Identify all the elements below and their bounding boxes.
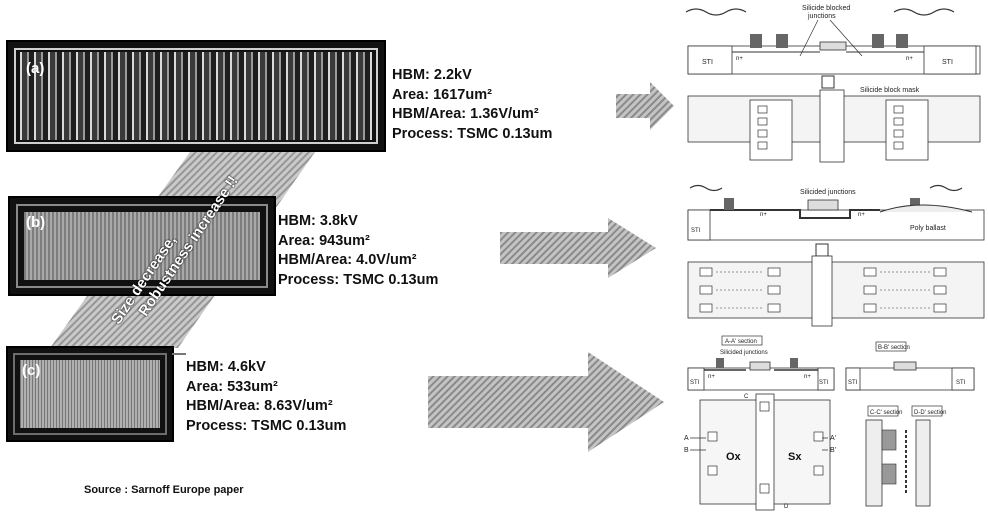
device-b-label: (b) [26, 214, 46, 231]
svg-text:STI: STI [691, 228, 701, 234]
arrow-c [428, 352, 664, 452]
svg-text:Silicided junctions: Silicided junctions [800, 189, 856, 196]
svg-text:STI: STI [819, 380, 829, 386]
device-c-hbm-area: HBM/Area: 8.63V/um² [186, 398, 333, 414]
svg-text:Silicide block mask: Silicide block mask [860, 87, 920, 94]
svg-text:Sx: Sx [788, 451, 802, 463]
device-c-process: Process: TSMC 0.13um [186, 417, 347, 434]
svg-text:n+: n+ [736, 56, 743, 62]
svg-text:D-D' section: D-D' section [914, 410, 947, 416]
svg-text:STI: STI [848, 380, 858, 386]
svg-text:STI: STI [702, 59, 713, 66]
device-a-area: Area: 1617um² [392, 86, 492, 103]
device-a-hbm-area: HBM/Area: 1.36V/um² [392, 106, 539, 122]
device-b-specs: HBM: 3.8kV Area: 943um² HBM/Area: 4.0V/u… [278, 212, 438, 290]
svg-text:Poly ballast: Poly ballast [910, 225, 946, 232]
svg-text:n+: n+ [858, 212, 865, 218]
device-c-layout: (c) [6, 346, 174, 442]
device-a-label: (a) [26, 60, 45, 77]
svg-text:B: B [684, 447, 689, 454]
schematic-c: A-A' section Silicided junctions B-B' se… [684, 335, 975, 511]
source-note: Source : Sarnoff Europe paper [84, 484, 244, 496]
svg-text:n+: n+ [906, 56, 913, 62]
device-a-process: Process: TSMC 0.13um [392, 125, 553, 142]
svg-text:B-B' section: B-B' section [878, 345, 910, 351]
svg-text:n+: n+ [804, 374, 811, 380]
svg-text:B': B' [830, 447, 836, 454]
svg-text:STI: STI [942, 59, 953, 66]
svg-text:D: D [784, 504, 789, 510]
device-b-hbm: HBM: 3.8kV [278, 213, 358, 229]
device-b-area: Area: 943um² [278, 232, 370, 249]
device-c-specs: HBM: 4.6kV Area: 533um² HBM/Area: 8.63V/… [186, 358, 346, 436]
svg-text:C-C' section: C-C' section [870, 410, 903, 416]
schematic-b: Silicided junctions STI n+ n+ Poly balla… [687, 184, 985, 327]
svg-text:C: C [744, 394, 749, 400]
svg-text:Silicide blocked: Silicide blocked [802, 5, 850, 12]
device-b-layout: (b) [8, 196, 276, 296]
arrow-b [500, 218, 656, 278]
device-c-hbm: HBM: 4.6kV [186, 359, 266, 375]
device-a-layout: (a) [6, 40, 386, 152]
svg-text:A: A [684, 435, 689, 442]
schematic-a: Silicide blocked junctions STI STI n+ n+… [685, 5, 981, 163]
svg-text:n+: n+ [708, 374, 715, 380]
device-a-hbm: HBM: 2.2kV [392, 67, 472, 83]
svg-text:STI: STI [956, 380, 966, 386]
device-b-hbm-area: HBM/Area: 4.0V/um² [278, 252, 417, 268]
svg-text:n+: n+ [760, 212, 767, 218]
svg-text:STI: STI [690, 380, 700, 386]
device-c-area: Area: 533um² [186, 378, 278, 395]
svg-text:A-A' section: A-A' section [725, 339, 757, 345]
device-c-label: (c) [22, 362, 41, 379]
device-b-process: Process: TSMC 0.13um [278, 271, 439, 288]
arrow-a [616, 82, 674, 130]
svg-text:Silicided junctions: Silicided junctions [720, 350, 768, 356]
svg-text:A': A' [830, 435, 836, 442]
device-c-pointer [172, 353, 186, 355]
svg-text:junctions: junctions [807, 13, 836, 20]
svg-text:Ox: Ox [726, 451, 742, 463]
device-a-specs: HBM: 2.2kV Area: 1617um² HBM/Area: 1.36V… [392, 66, 552, 144]
